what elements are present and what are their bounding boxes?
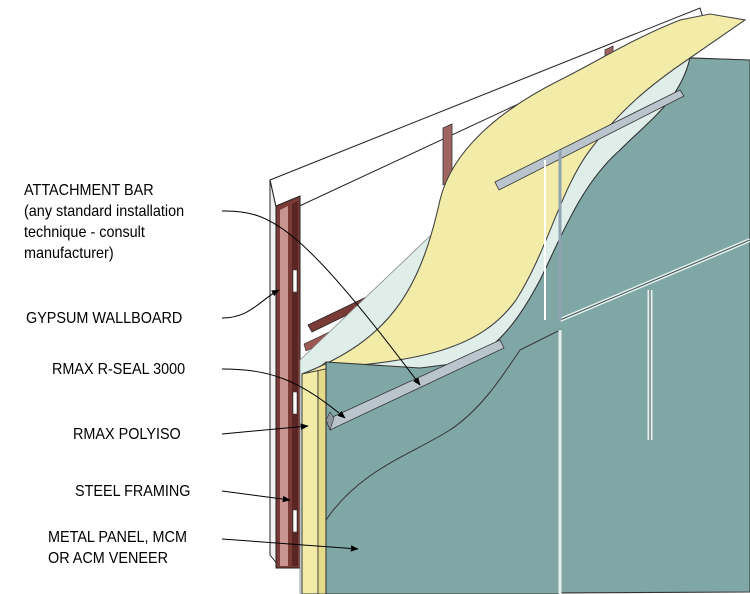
leader-rseal	[221, 368, 346, 419]
metal-panel-veneer	[325, 57, 750, 594]
label-attachment-bar: ATTACHMENT BAR (any standard installatio…	[24, 182, 185, 262]
label-metal-panel: METAL PANEL, MCM OR ACM VENEER	[48, 529, 187, 567]
leader-attachment-bar	[221, 210, 421, 386]
polyiso-foam-edge	[301, 361, 327, 594]
label-rmax-polyiso: RMAX POLYISO	[73, 426, 181, 443]
leader-metal-panel	[221, 538, 359, 552]
leader-lines	[221, 210, 421, 552]
polyiso-foam-wave	[301, 13, 747, 375]
label-rmax-r-seal: RMAX R-SEAL 3000	[52, 361, 186, 378]
label-steel-framing: STEEL FRAMING	[75, 483, 191, 500]
label-gypsum-wallboard: GYPSUM WALLBOARD	[26, 310, 183, 327]
leader-gypsum	[221, 289, 280, 319]
leader-steel-framing	[221, 490, 291, 503]
steel-framing-column	[275, 195, 301, 569]
attachment-bar-upper	[494, 89, 685, 191]
leader-polyiso	[221, 423, 309, 435]
